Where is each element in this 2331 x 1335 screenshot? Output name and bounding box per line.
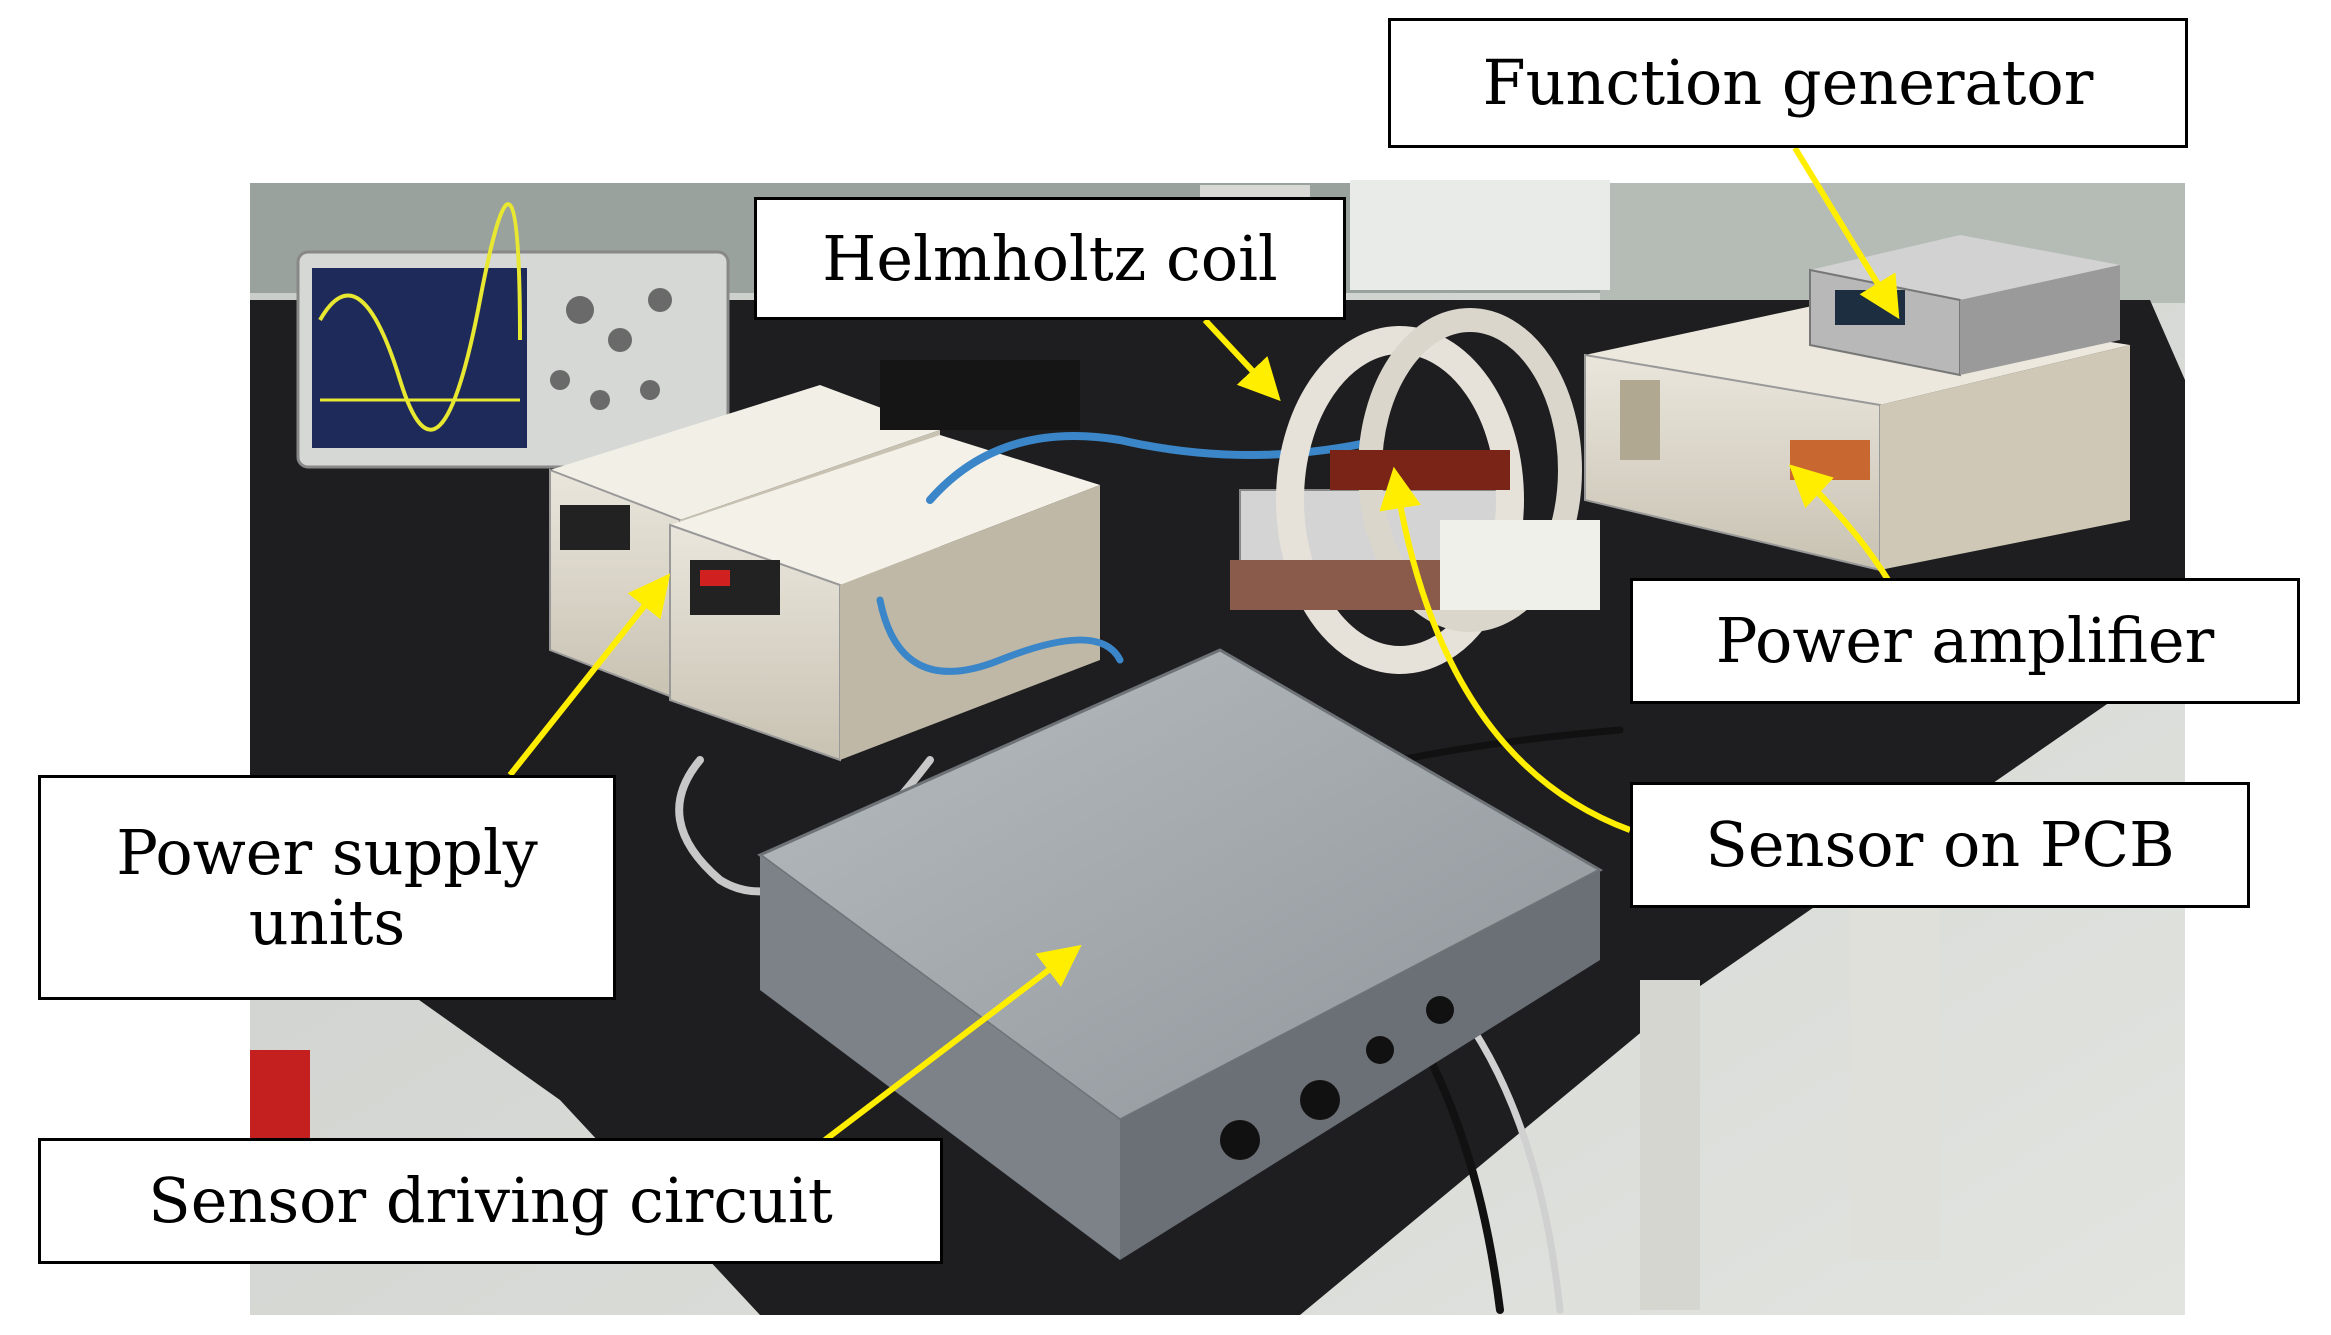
arrow-function-generator [1792, 146, 1900, 320]
power-supply-units [549, 360, 1100, 762]
label-helmholtz-coil: Helmholtz coil [754, 197, 1346, 320]
arrow-sensor-on-pcb [1379, 466, 1632, 833]
arrow-power-supply-units [507, 573, 671, 777]
label-sensor-driving-circuit: Sensor driving circuit [38, 1138, 943, 1264]
pointer-arrows [507, 146, 1908, 1143]
oscilloscope [296, 202, 730, 469]
arrow-sensor-driving-circuit [823, 944, 1082, 1143]
label-power-supply-units: Power supply units [38, 775, 616, 1000]
arrow-helmholtz-coil [1202, 317, 1281, 402]
label-power-amplifier: Power amplifier [1630, 578, 2300, 704]
label-function-generator: Function generator [1388, 18, 2188, 148]
bench-leg [1850, 900, 1940, 1260]
label-sensor-on-pcb: Sensor on PCB [1630, 782, 2250, 908]
bench-leg [1640, 980, 1700, 1310]
sensor-driving-circuit-enclosure [757, 648, 1604, 1260]
